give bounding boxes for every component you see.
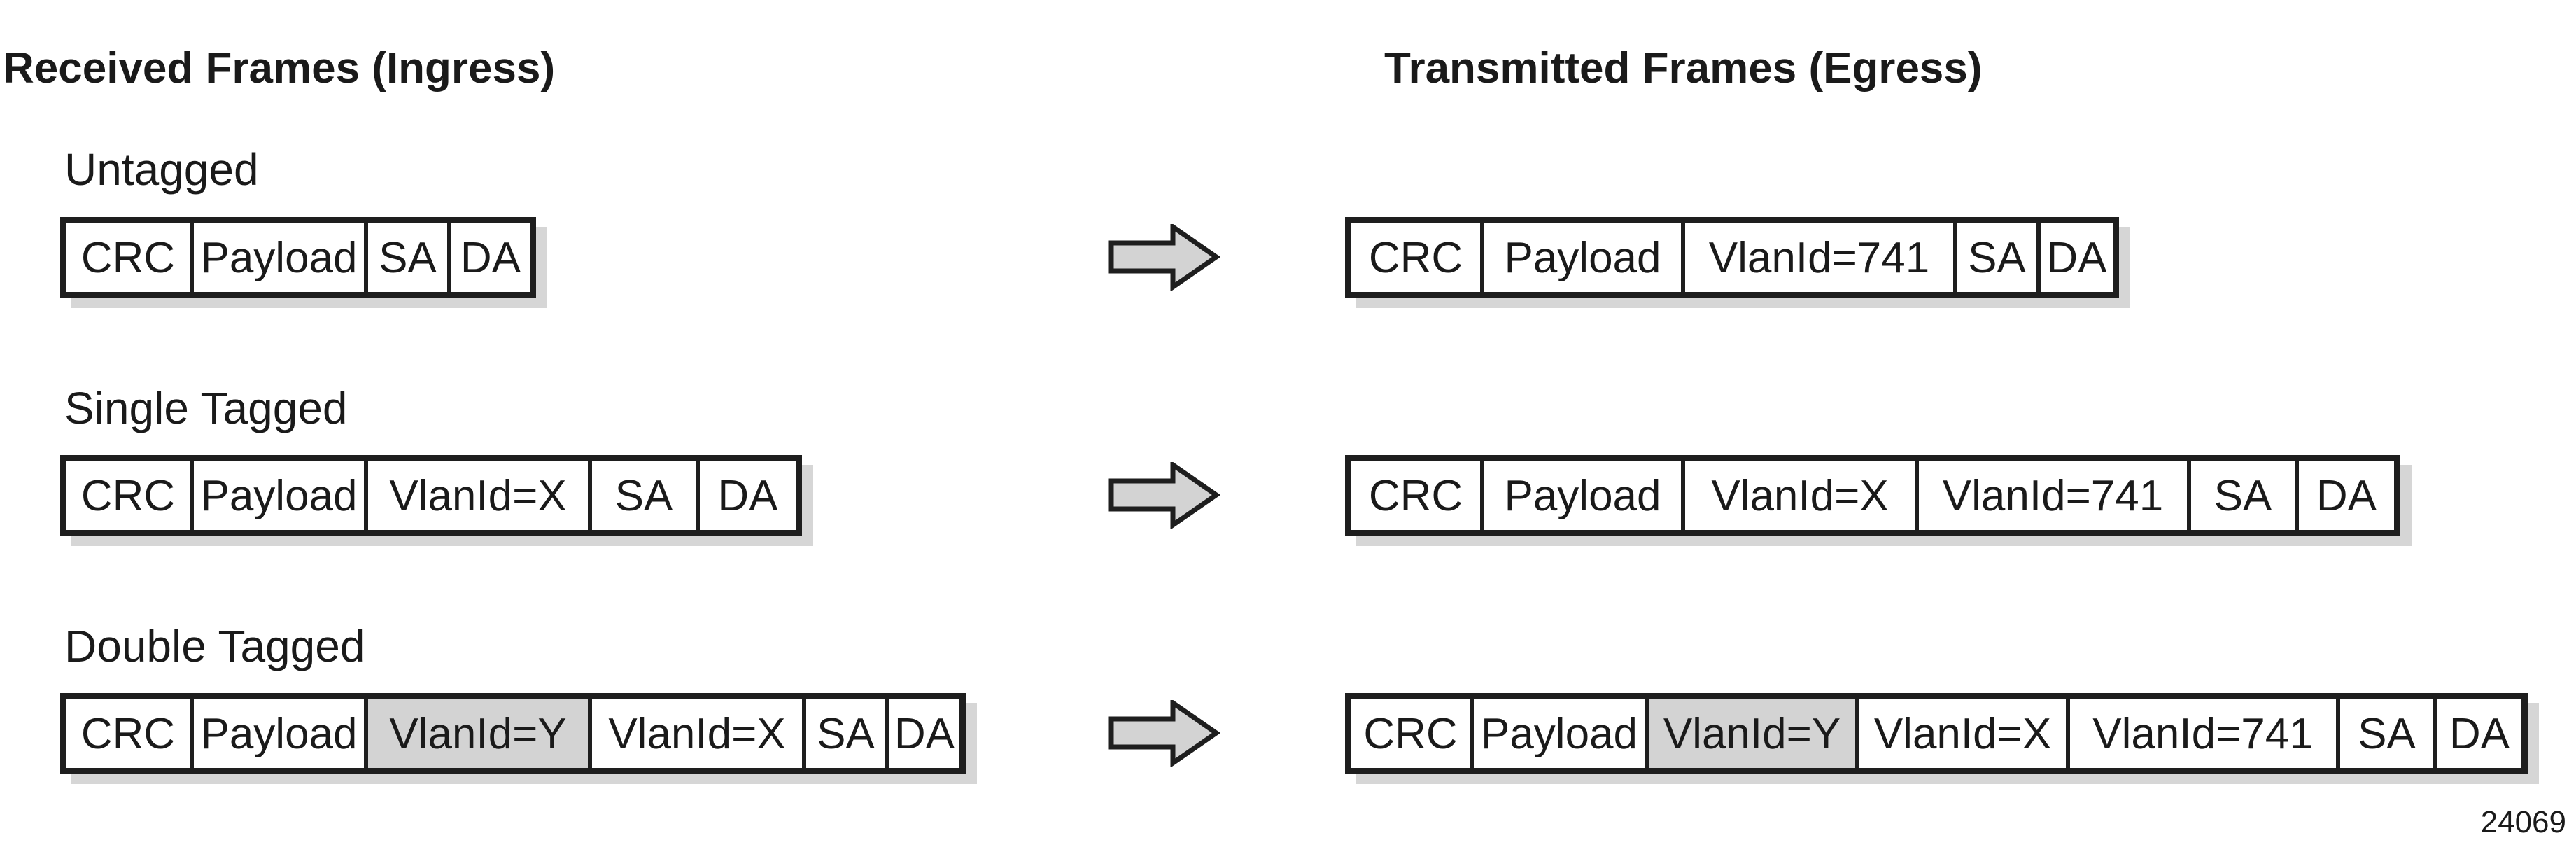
frame-field: VlanId=741: [2070, 699, 2340, 768]
frame-field: DA: [2299, 461, 2394, 530]
arrow-icon: [1108, 700, 1220, 767]
frame-field: CRC: [1351, 461, 1484, 530]
frame-field: CRC: [66, 699, 194, 768]
frame-field: DA: [451, 223, 530, 292]
ingress-heading: Received Frames (Ingress): [3, 44, 556, 92]
egress-heading: Transmitted Frames (Egress): [1384, 44, 1983, 92]
frame-field: CRC: [1351, 699, 1474, 768]
frame-field: SA: [2191, 461, 2299, 530]
frame-field: CRC: [66, 223, 194, 292]
egress-frame-single-tagged: CRC Payload VlanId=X VlanId=741 SA DA: [1345, 455, 2400, 536]
frame-field: SA: [368, 223, 451, 292]
frame-field: DA: [889, 699, 959, 768]
frame-field: Payload: [1474, 699, 1649, 768]
frame-field: VlanId=X: [368, 461, 592, 530]
frame-field: Payload: [194, 223, 368, 292]
egress-frame-double-tagged: CRC Payload VlanId=Y VlanId=X VlanId=741…: [1345, 693, 2528, 774]
frame-field: Payload: [194, 461, 368, 530]
frame-field: SA: [806, 699, 889, 768]
frame-field: DA: [2041, 223, 2113, 292]
frame-field: SA: [2340, 699, 2437, 768]
frame-field-shaded: VlanId=Y: [1649, 699, 1859, 768]
frame-field: CRC: [66, 461, 194, 530]
egress-frame-untagged: CRC Payload VlanId=741 SA DA: [1345, 217, 2119, 298]
arrow-icon: [1108, 462, 1220, 529]
frame-field: Payload: [1484, 223, 1685, 292]
frame-field: VlanId=741: [1685, 223, 1957, 292]
figure-id: 24069: [2480, 805, 2566, 839]
frame-field: VlanId=741: [1919, 461, 2191, 530]
frame-field: SA: [1957, 223, 2041, 292]
frame-field: CRC: [1351, 223, 1484, 292]
frame-field: SA: [592, 461, 700, 530]
ingress-frame-untagged: CRC Payload SA DA: [60, 217, 536, 298]
row-label-untagged: Untagged: [64, 144, 259, 195]
ingress-frame-single-tagged: CRC Payload VlanId=X SA DA: [60, 455, 802, 536]
frame-field: Payload: [194, 699, 368, 768]
frame-field: Payload: [1484, 461, 1685, 530]
frame-field: DA: [700, 461, 796, 530]
frame-field: VlanId=X: [1685, 461, 1919, 530]
frame-field-shaded: VlanId=Y: [368, 699, 592, 768]
frame-field: DA: [2437, 699, 2521, 768]
row-label-single-tagged: Single Tagged: [64, 383, 348, 433]
row-label-double-tagged: Double Tagged: [64, 621, 365, 671]
ingress-frame-double-tagged: CRC Payload VlanId=Y VlanId=X SA DA: [60, 693, 966, 774]
arrow-icon: [1108, 224, 1220, 291]
frame-field: VlanId=X: [592, 699, 806, 768]
frame-field: VlanId=X: [1859, 699, 2070, 768]
